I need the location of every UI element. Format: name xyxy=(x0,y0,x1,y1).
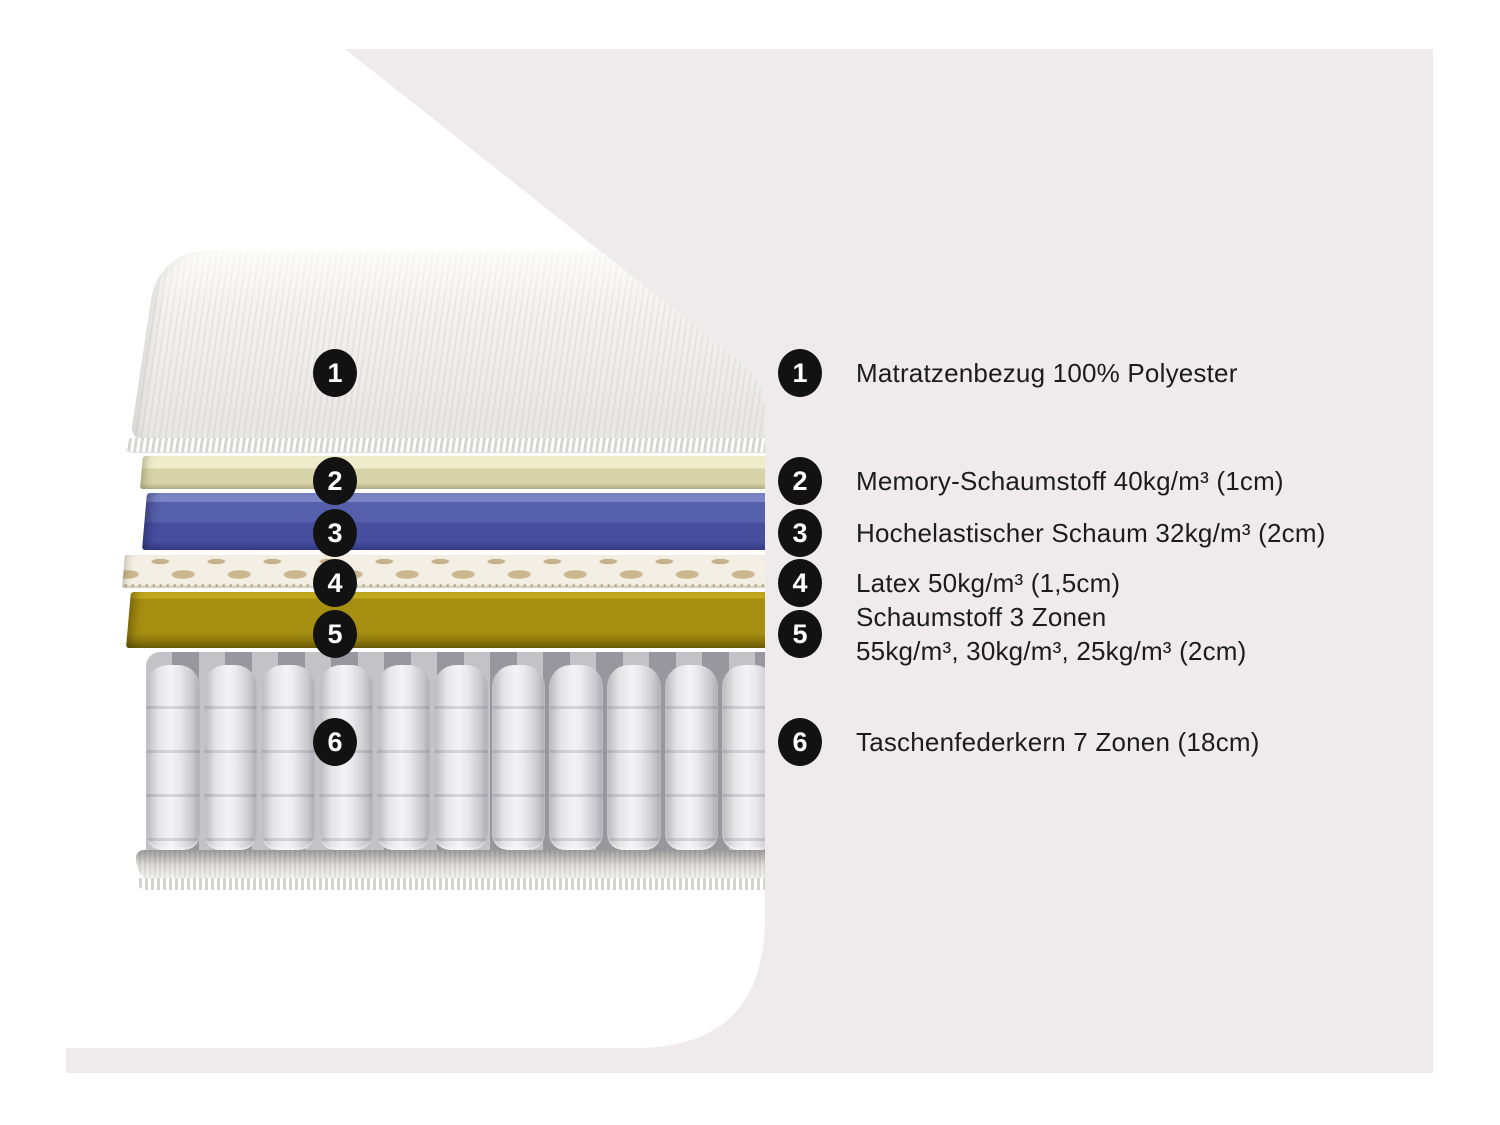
legend-row-elastic-foam: 3 Hochelastischer Schaum 32kg/m³ (2cm) xyxy=(778,509,1326,557)
diagram-marker-2: 2 xyxy=(313,457,357,505)
legend-label: Hochelastischer Schaum 32kg/m³ (2cm) xyxy=(856,516,1326,550)
legend-label: Memory-Schaumstoff 40kg/m³ (1cm) xyxy=(856,464,1284,498)
legend-line: Hochelastischer Schaum 32kg/m³ (2cm) xyxy=(856,518,1326,548)
coil xyxy=(607,665,661,850)
pocket-spring-coils xyxy=(146,665,776,850)
layer-memory-foam xyxy=(140,456,783,489)
diagram-marker-5: 5 xyxy=(313,610,357,658)
coil xyxy=(146,665,200,850)
legend-line: 55kg/m³, 30kg/m³, 25kg/m³ (2cm) xyxy=(856,636,1247,666)
layer-high-elastic-foam xyxy=(142,493,785,550)
coil xyxy=(492,665,546,850)
cover-piping-edge xyxy=(124,438,792,452)
legend-marker-4: 4 xyxy=(778,559,822,607)
diagram-marker-4: 4 xyxy=(313,559,357,607)
coil xyxy=(204,665,258,850)
legend-row-pocket-springs: 6 Taschenfederkern 7 Zonen (18cm) xyxy=(778,718,1260,766)
legend-label: Schaumstoff 3 Zonen 55kg/m³, 30kg/m³, 25… xyxy=(856,600,1247,668)
legend-row-cover: 1 Matratzenbezug 100% Polyester xyxy=(778,349,1238,397)
legend-marker-3: 3 xyxy=(778,509,822,557)
base-piping-edge xyxy=(136,878,780,890)
diagram-marker-1: 1 xyxy=(313,349,357,397)
legend-marker-6: 6 xyxy=(778,718,822,766)
layer-zoned-foam xyxy=(126,592,779,648)
legend-label: Latex 50kg/m³ (1,5cm) xyxy=(856,566,1120,600)
coil xyxy=(261,665,315,850)
coil xyxy=(665,665,719,850)
legend-marker-2: 2 xyxy=(778,457,822,505)
legend-line: Matratzenbezug 100% Polyester xyxy=(856,358,1238,388)
legend-marker-5: 5 xyxy=(778,610,822,658)
legend-line: Taschenfederkern 7 Zonen (18cm) xyxy=(856,727,1260,757)
coil xyxy=(549,665,603,850)
legend-label: Taschenfederkern 7 Zonen (18cm) xyxy=(856,725,1260,759)
coil xyxy=(434,665,488,850)
legend-line: Memory-Schaumstoff 40kg/m³ (1cm) xyxy=(856,466,1284,496)
diagram-marker-3: 3 xyxy=(313,509,357,557)
coil xyxy=(377,665,431,850)
legend-line: Latex 50kg/m³ (1,5cm) xyxy=(856,568,1121,598)
diagram-marker-6: 6 xyxy=(313,718,357,766)
legend-row-zoned-foam: 5 Schaumstoff 3 Zonen 55kg/m³, 30kg/m³, … xyxy=(778,600,1247,668)
layer-latex xyxy=(122,555,777,588)
layer-pocket-springs xyxy=(146,652,776,850)
legend-label: Matratzenbezug 100% Polyester xyxy=(856,356,1238,390)
legend-row-memory-foam: 2 Memory-Schaumstoff 40kg/m³ (1cm) xyxy=(778,457,1284,505)
legend-marker-1: 1 xyxy=(778,349,822,397)
legend-line: Schaumstoff 3 Zonen xyxy=(856,602,1107,632)
legend-row-latex: 4 Latex 50kg/m³ (1,5cm) xyxy=(778,559,1120,607)
